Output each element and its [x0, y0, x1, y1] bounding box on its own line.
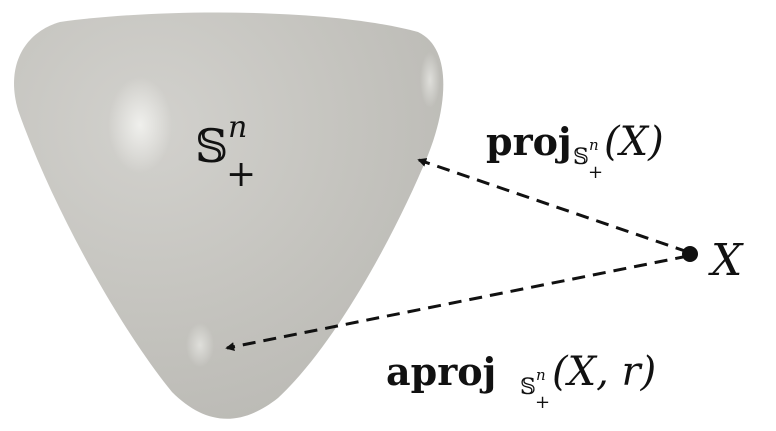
- point-x-label: X: [708, 235, 744, 286]
- region-highlight-top: [108, 77, 172, 173]
- projection-subscript-symbol: 𝕊: [573, 145, 589, 170]
- set-symbol: 𝕊: [195, 119, 228, 173]
- projection-subscript-superscript: n: [589, 136, 599, 154]
- approx-projection-operator: aproj: [386, 349, 496, 394]
- projection-label: proj 𝕊 n + (X): [486, 119, 664, 183]
- set-label: 𝕊 n +: [195, 110, 256, 195]
- projection-operator: proj: [486, 119, 572, 164]
- set-superscript: n: [228, 110, 247, 145]
- projection-arrow: [417, 158, 689, 254]
- approx-projection-subscript-subscript: +: [535, 392, 550, 413]
- psd-cone-region: [14, 12, 444, 419]
- approx-projection-argument: (X, r): [552, 349, 656, 395]
- approx-projection-subscript-symbol: 𝕊: [520, 375, 536, 400]
- set-subscript: +: [226, 154, 256, 195]
- approx-projection-subscript-superscript: n: [536, 366, 546, 384]
- region-highlight-bottom: [186, 323, 214, 367]
- region-highlight-right: [420, 52, 440, 108]
- approx-projection-label: aproj 𝕊 n + (X, r): [386, 349, 656, 413]
- projection-argument: (X): [604, 119, 664, 165]
- point-x-dot: [682, 246, 698, 262]
- projection-subscript-subscript: +: [588, 162, 603, 183]
- approx-projection-arrow: [225, 254, 689, 352]
